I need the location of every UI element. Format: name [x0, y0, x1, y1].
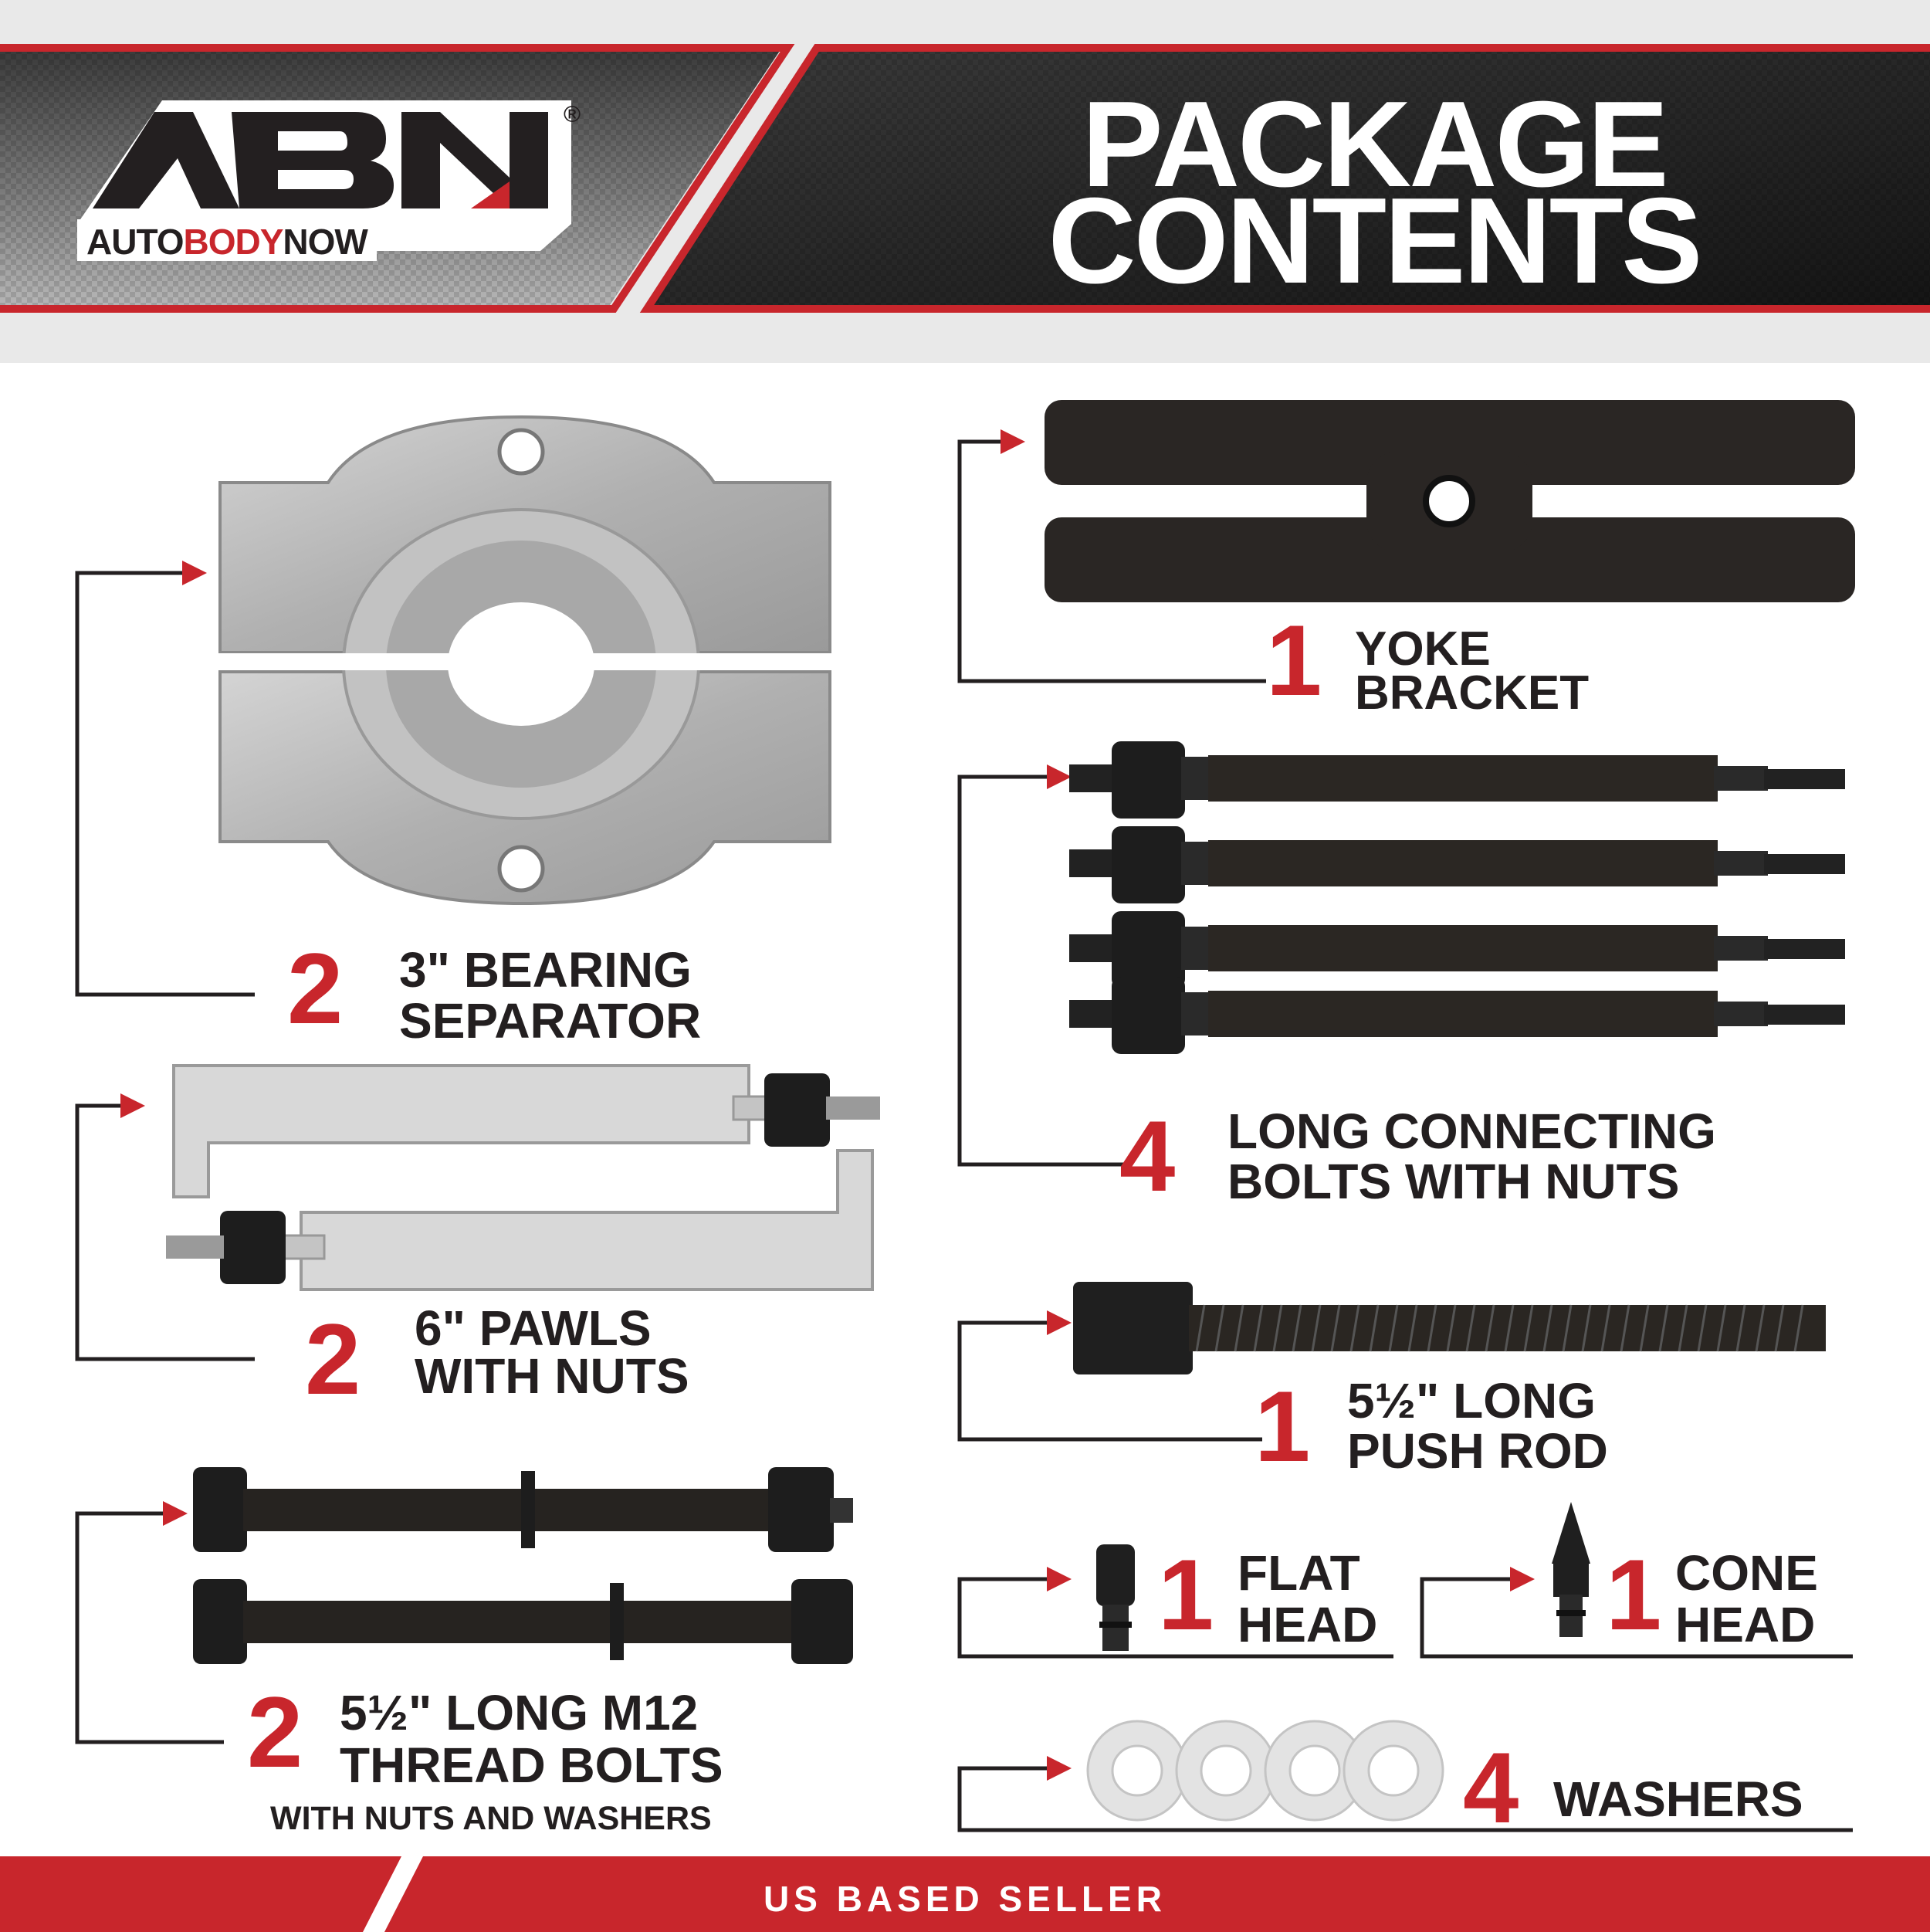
washers-icon [1086, 1720, 1444, 1822]
item-qty-pawls: 2 [305, 1303, 361, 1415]
abn-logo-icon: ® [77, 100, 581, 251]
item-qty-cone-head: 1 [1606, 1538, 1662, 1651]
brand-wordmark: AUTOBODYNOW [77, 219, 377, 261]
footer-banner [0, 1847, 1930, 1932]
connecting-bolt [1069, 741, 1845, 819]
cone-head-icon [1552, 1502, 1590, 1637]
brand-name-body: BODY [183, 222, 284, 262]
item-qty-connecting-bolts: 4 [1119, 1100, 1176, 1212]
item-label-pawls-line2: WITH NUTS [415, 1348, 689, 1404]
page-title: PACKAGE CONTENTS [988, 76, 1760, 302]
flat-head-icon [1096, 1544, 1135, 1651]
item-label-thread-bolts-line1: 5½" LONG M12 [340, 1685, 699, 1740]
item-qty-thread-bolts: 2 [247, 1676, 303, 1788]
item-qty-yoke: 1 [1266, 604, 1322, 717]
registered-mark: ® [564, 102, 581, 127]
item-label-bearing-line1: 3" BEARING [399, 942, 692, 998]
pawls-icon [166, 1064, 880, 1291]
title-line-1: PACKAGE [1082, 76, 1668, 212]
title-line-2: CONTENTS [1048, 173, 1703, 309]
item-label-push-rod-line1: 5½" LONG [1347, 1373, 1596, 1429]
footer-text: US BASED SELLER [764, 1879, 1166, 1919]
item-label-connecting-line1: LONG CONNECTING [1227, 1103, 1716, 1159]
item-label-push-rod-line2: PUSH ROD [1347, 1423, 1608, 1479]
brand-name-auto: AUTO [86, 222, 184, 262]
item-label-thread-bolts-line3: WITH NUTS AND WASHERS [270, 1800, 712, 1837]
item-label-cone-head-line1: CONE [1675, 1545, 1818, 1601]
push-rod-icon [1073, 1282, 1826, 1374]
connecting-bolts-icon [1069, 741, 1845, 1054]
item-label-washers: WASHERS [1553, 1771, 1803, 1827]
item-label-thread-bolts-line2: THREAD BOLTS [340, 1737, 723, 1793]
bearing-separator-icon [216, 415, 834, 906]
item-qty-push-rod: 1 [1254, 1370, 1311, 1483]
item-label-flat-head-line2: HEAD [1238, 1597, 1378, 1652]
yoke-bracket-icon [1045, 400, 1855, 602]
brand-name-now: NOW [283, 222, 367, 262]
thread-bolts-icon [193, 1467, 853, 1664]
item-label-flat-head-line1: FLAT [1238, 1545, 1360, 1601]
item-label-connecting-line2: BOLTS WITH NUTS [1227, 1154, 1680, 1209]
item-qty-bearing-separator: 2 [287, 932, 344, 1045]
item-label-yoke-line1: YOKE [1355, 622, 1491, 676]
item-qty-flat-head: 1 [1158, 1538, 1214, 1651]
item-label-yoke-line2: BRACKET [1355, 666, 1590, 720]
item-qty-washers: 4 [1463, 1731, 1519, 1844]
item-label-pawls-line1: 6" PAWLS [415, 1300, 652, 1356]
item-label-bearing-line2: SEPARATOR [399, 993, 702, 1049]
item-label-cone-head-line2: HEAD [1675, 1597, 1816, 1652]
